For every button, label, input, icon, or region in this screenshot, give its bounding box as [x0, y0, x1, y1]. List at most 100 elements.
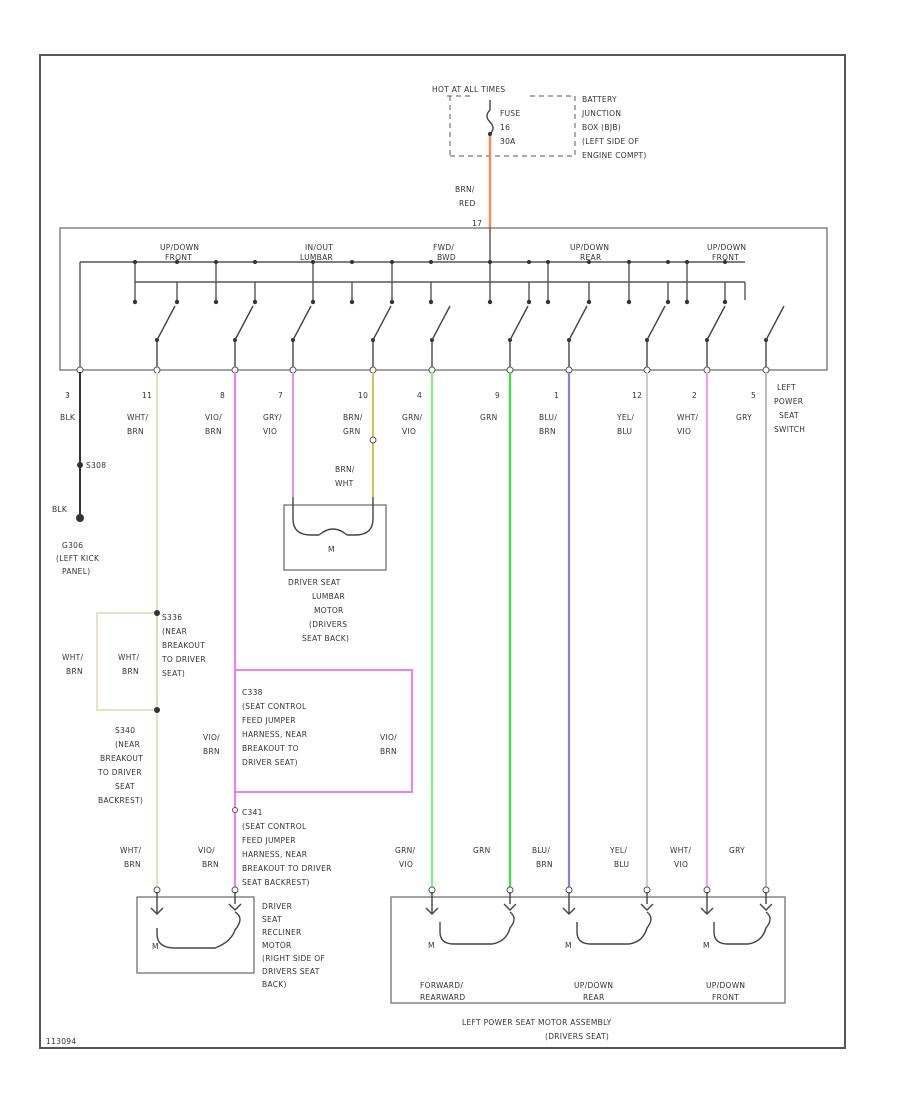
- s336-label-4: TO DRIVER: [161, 655, 206, 664]
- recliner-label-3: RECLINER: [262, 928, 302, 937]
- c338-loop: [235, 669, 413, 793]
- bottom-wire-color-2: VIO: [674, 860, 688, 869]
- fuse-text-1: FUSE: [500, 109, 521, 118]
- motor-terminals: [153, 886, 770, 894]
- group-label-4b: REAR: [580, 253, 602, 262]
- assembly-label-2: (DRIVERS SEAT): [545, 1032, 609, 1041]
- c341-label-6: SEAT BACKREST): [242, 878, 310, 887]
- motor-icon: M: [703, 941, 710, 950]
- s336-inner-wire-2: BRN: [122, 667, 139, 676]
- ground-g306-icon: [76, 514, 84, 522]
- lumbar-wire-label-1: BRN/: [335, 465, 355, 474]
- pin-wire-color-1: GRY: [736, 413, 752, 422]
- pin-wire-color-2: BLU: [617, 427, 632, 436]
- diagram-frame: [39, 54, 846, 1049]
- group-label-2a: IN/OUT: [305, 243, 333, 252]
- bottom-wire-color-2: BRN: [202, 860, 219, 869]
- bottom-wire-color-1: WHT/: [670, 846, 692, 855]
- fuse-icon: [486, 109, 494, 135]
- pin-wire-color-1: GRN: [480, 413, 498, 422]
- recliner-label-6: DRIVERS SEAT: [262, 967, 320, 976]
- lumbar-label-4: (DRIVERS: [309, 620, 347, 629]
- group-label-4a: UP/DOWN: [570, 243, 609, 252]
- c338-label-1: C338: [242, 688, 263, 697]
- switch-pin-number: 4: [417, 391, 422, 400]
- motor-winding: [713, 911, 771, 945]
- pin-wire-color-2: VIO: [677, 427, 691, 436]
- c338-wire-left-2: BRN: [203, 747, 220, 756]
- fuse-text-2: 16: [500, 123, 510, 132]
- pin-wire-color-1: VIO/: [205, 413, 222, 422]
- ground-label-1: G306: [62, 541, 83, 550]
- pin-wire-color-2: BRN: [539, 427, 556, 436]
- bjb-label-5: ENGINE COMPT): [582, 151, 647, 160]
- recliner-label-2: SEAT: [262, 915, 282, 924]
- switch-pin-number: 2: [692, 391, 697, 400]
- bottom-wire-color-2: BRN: [536, 860, 553, 869]
- recliner-label-5: (RIGHT SIDE OF: [262, 954, 325, 963]
- switch-contacts: [132, 260, 785, 370]
- s336-label-5: SEAT): [162, 669, 185, 678]
- wire-labels: BLK WHT/BRN VIO/BRN GRY/VIO BRN/GRN GRN/VIO GR…: [60, 413, 752, 869]
- c341-label-5: BREAKOUT TO DRIVER: [242, 864, 332, 873]
- switch-blade: [156, 305, 176, 341]
- switch-pin-number: 9: [495, 391, 500, 400]
- switch-blade: [372, 305, 392, 341]
- switch-blade: [646, 305, 666, 341]
- motor-winding: [439, 911, 515, 945]
- recliner-label-7: BACK): [262, 980, 287, 989]
- s336-label-2: (NEAR: [162, 627, 187, 636]
- s340-label-4: TO DRIVER: [97, 768, 142, 777]
- motor-2-label-1: UP/DOWN: [574, 981, 613, 990]
- bjb-label-1: BATTERY: [582, 95, 617, 104]
- motor-icon: M: [428, 941, 435, 950]
- switch-label-3: SEAT: [779, 411, 799, 420]
- switch-label-4: SWITCH: [774, 425, 805, 434]
- c341-label-4: HARNESS, NEAR: [242, 850, 307, 859]
- switch-pin-number: 7: [278, 391, 283, 400]
- c341-label-3: FEED JUMPER: [242, 836, 296, 845]
- pin-wire-color-1: BLU/: [539, 413, 557, 422]
- switch-pin-number: 10: [358, 391, 368, 400]
- s336-inner-wire-1: WHT/: [118, 653, 140, 662]
- assembly-label-1: LEFT POWER SEAT MOTOR ASSEMBLY: [462, 1018, 612, 1027]
- ground-label-3: PANEL): [62, 567, 90, 576]
- pin-wire-color-1: BLK: [60, 413, 76, 422]
- pin-wire-color-1: GRY/: [263, 413, 282, 422]
- group-label-3b: BWD: [437, 253, 456, 262]
- bjb-label-4: (LEFT SIDE OF: [582, 137, 639, 146]
- splice-s340: [154, 707, 160, 713]
- switch-blade: [568, 305, 588, 341]
- lumbar-motor-box: [283, 504, 387, 571]
- c338-label-6: DRIVER SEAT): [242, 758, 298, 767]
- lumbar-label-2: LUMBAR: [312, 592, 345, 601]
- pin-wire-color-1: WHT/: [127, 413, 149, 422]
- c338-wire-right-1: VIO/: [380, 733, 397, 742]
- c338-label-5: BREAKOUT TO: [242, 744, 299, 753]
- group-label-1b: FRONT: [165, 253, 192, 262]
- feed-wire-label-2: RED: [459, 199, 476, 208]
- pin-wire-color-2: BRN: [127, 427, 144, 436]
- switch-pin-number: 11: [142, 391, 152, 400]
- group-label-2b: LUMBAR: [300, 253, 333, 262]
- group-label-1a: UP/DOWN: [160, 243, 199, 252]
- pin-wire-color-2: BRN: [205, 427, 222, 436]
- seat-switch-box: [59, 227, 828, 371]
- c338-wire-right-2: BRN: [380, 747, 397, 756]
- motor-3-label-1: UP/DOWN: [706, 981, 745, 990]
- group-label-3a: FWD/: [433, 243, 454, 252]
- motor-winding: [576, 911, 652, 945]
- bottom-wire-color-1: YEL/: [609, 846, 627, 855]
- ground-wire-label: BLK: [52, 505, 68, 514]
- c338-label-4: HARNESS, NEAR: [242, 730, 307, 739]
- lumbar-label-3: MOTOR: [314, 606, 344, 615]
- group-label-5a: UP/DOWN: [707, 243, 746, 252]
- bottom-wire-color-1: GRN/: [395, 846, 416, 855]
- diagram-id: 113094: [46, 1037, 76, 1046]
- splice-s308: [77, 462, 83, 468]
- lumbar-label-1: DRIVER SEAT: [288, 578, 341, 587]
- feed-wire-label-1: BRN/: [455, 185, 475, 194]
- motor-icon: M: [565, 941, 572, 950]
- lumbar-motor: BRN/ WHT M DRIVER SEAT LUMBAR MOTOR (DRI…: [283, 436, 387, 643]
- motor-assembly-box: [390, 896, 786, 1004]
